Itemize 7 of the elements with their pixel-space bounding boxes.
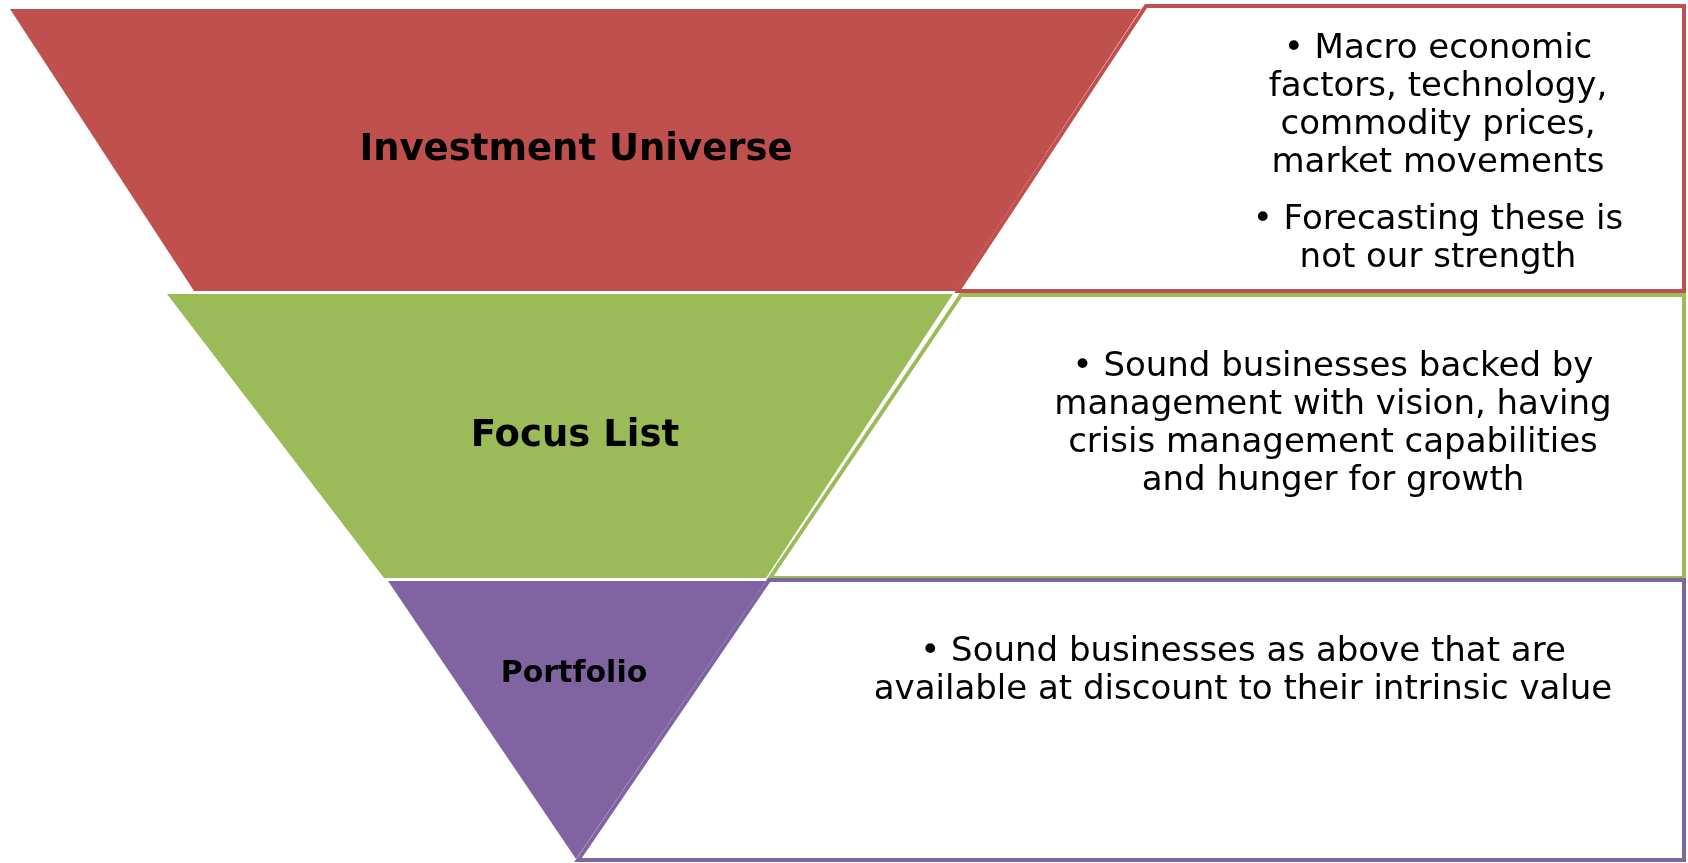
bullet-text: • Sound businesses backed by management with vision, having crisis management capabilities and hunger for growth: [1053, 345, 1613, 497]
bullet-text: • Forecasting these is not our strength: [1251, 198, 1625, 274]
layer-title: Focus List: [470, 411, 680, 455]
bullet-text: • Macro economic factors, technology, commodity prices, market movements: [1267, 27, 1609, 179]
layer-title: Investment Universe: [359, 125, 793, 169]
layer-title: Portfolio: [500, 653, 648, 689]
bullet-text: • Sound businesses as above that are available at discount to their intrinsic value: [872, 630, 1614, 706]
